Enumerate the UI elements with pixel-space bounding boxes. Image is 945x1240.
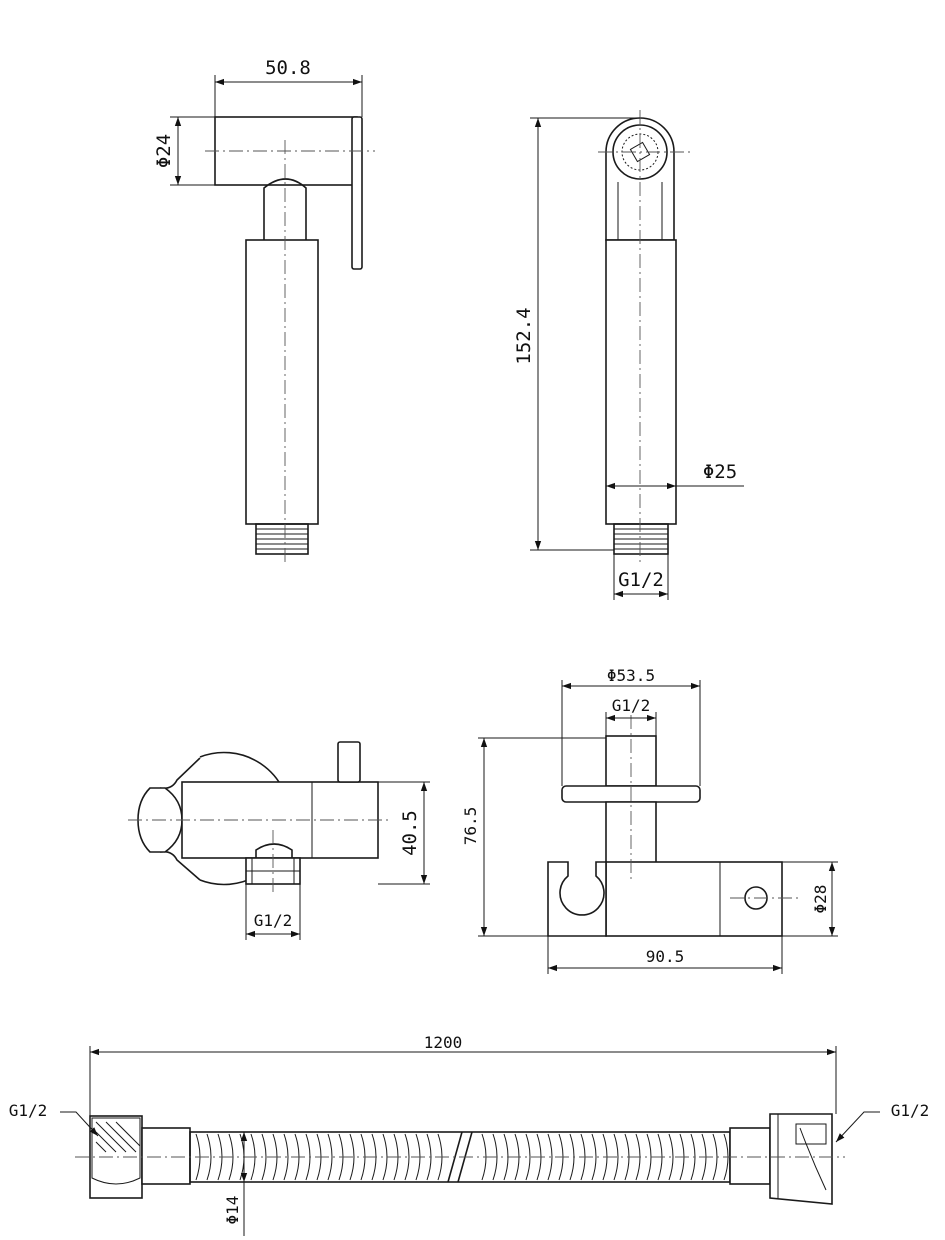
hose-coil [712,1133,718,1181]
dimension-label-flange: Φ53.5 [607,666,655,685]
hose-coil [547,1133,553,1181]
dimension-label-width: 90.5 [646,947,685,966]
hose-coil [404,1133,410,1181]
holder-cradle [547,861,607,937]
hose-ferrule-left [141,1127,191,1185]
nozzle-outer-ring [612,124,668,180]
spray-handle-front [605,239,677,525]
dimension-label-height: 40.5 [399,810,421,856]
hose-coil [261,1133,267,1181]
hose-view: 1200 G1/2 G1/2 Φ14 [9,1033,930,1236]
dimension-label-thread: G1/2 [612,696,651,715]
thread-label-left: G1/2 [9,1101,48,1120]
outlet-thread-lines [246,858,300,884]
hose-coil [382,1133,388,1181]
hose-coil [349,1133,355,1181]
dimension-label-height: 76.5 [461,807,480,846]
dimension-label-diameter: Φ24 [153,134,175,168]
cone-curve [799,1127,827,1191]
dimension-label-thread: G1/2 [618,569,664,591]
hose-coil [646,1133,652,1181]
hose-coil [668,1133,674,1181]
holder-bar [605,861,783,937]
hose-coil [206,1133,212,1181]
nut-hatch-lines [95,1121,141,1153]
hose-coil [525,1133,531,1181]
dimension-label-thread: G1/2 [254,911,293,930]
hose-coil [327,1133,333,1181]
valve-side-view: 40.5 G1/2 [128,741,430,940]
hose-coil [283,1133,289,1181]
spray-neck [263,178,307,240]
top-thread [605,735,657,787]
cone-hatch [795,1123,827,1145]
hose-cone-right [769,1113,833,1205]
valve-front-view: Φ53.5 G1/2 76.5 90.5 Φ28 [461,666,838,974]
spray-thread-lines [256,528,308,550]
trigger-lever [351,116,363,270]
leader-line-left [60,1111,99,1137]
dimension-label-diameter: Φ28 [811,885,830,914]
spray-front-view: 152.4 Φ25 G1/2 [513,110,744,600]
valve-handle [337,741,361,783]
leader-line-right [835,1111,880,1143]
spray-thread-front-lines [614,528,668,550]
nut-hatch-area [91,1117,141,1185]
thread-label-right: G1/2 [891,1101,930,1120]
dimension-label-diameter: Φ14 [223,1196,242,1225]
dimension-label-length: 152.4 [513,307,535,364]
dimension-label-length: 1200 [424,1033,463,1052]
hose-ferrule-right [729,1127,771,1185]
dimension-label-diameter: Φ25 [703,461,737,483]
dimension-label-width: 50.8 [265,57,311,79]
nozzle-center [629,141,651,163]
spray-handle [245,239,319,525]
hose-coil [591,1133,597,1181]
hose-coil [613,1133,619,1181]
outlet-neck [255,843,293,859]
spray-side-view: 50.8 Φ24 [153,57,375,565]
